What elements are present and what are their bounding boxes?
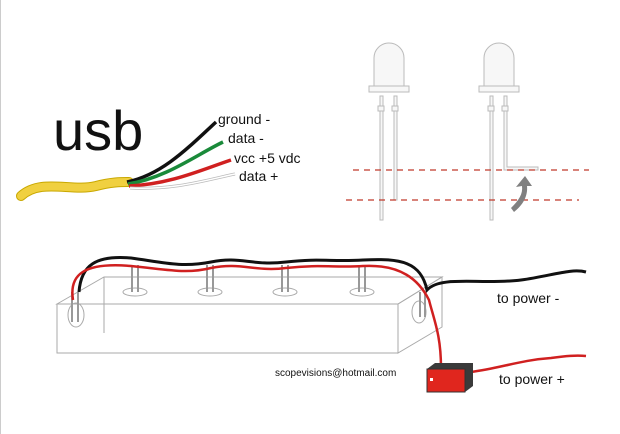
wire-data-plus-fill	[129, 173, 236, 190]
bend-arrow-icon	[511, 176, 532, 212]
led-straight	[368, 42, 410, 221]
label-data-minus: data -	[228, 130, 264, 146]
wire-vcc	[128, 158, 232, 188]
label-ground: ground -	[218, 111, 270, 127]
label-to-power-positive: to power +	[499, 371, 565, 387]
label-data-plus: data +	[239, 168, 278, 184]
usb-cable	[17, 178, 133, 200]
wire-negative	[77, 255, 587, 294]
wire-data-minus	[127, 140, 224, 186]
label-vcc: vcc +5 vdc	[234, 150, 301, 166]
wire-ground	[126, 120, 218, 184]
led-bent	[478, 42, 539, 221]
power-switch[interactable]	[426, 363, 473, 393]
usb-title: usb	[53, 99, 143, 162]
led-holder-box	[55, 276, 444, 354]
led-pins	[71, 265, 426, 322]
switch-indicator-icon	[430, 378, 433, 381]
label-to-power-negative: to power -	[497, 290, 560, 306]
wire-positive	[71, 264, 587, 374]
author-email: scopevisions@hotmail.com	[275, 368, 396, 379]
